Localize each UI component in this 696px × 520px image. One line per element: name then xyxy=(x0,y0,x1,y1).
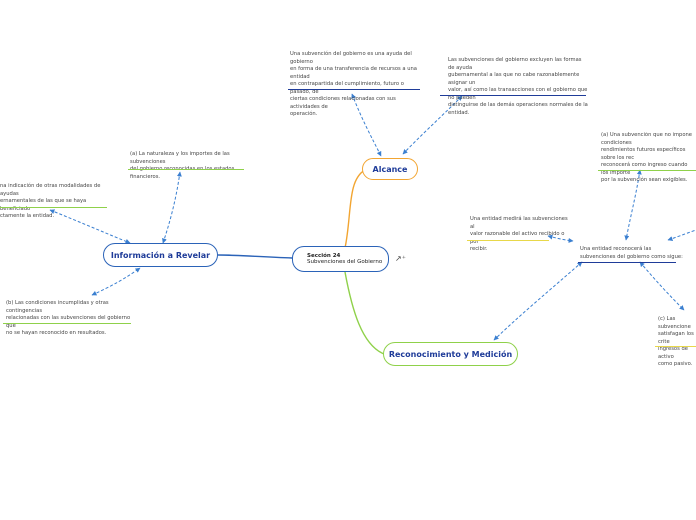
underline-rec-c xyxy=(655,346,696,347)
underline-info-a xyxy=(128,169,244,170)
connector-rec-main xyxy=(493,261,583,341)
branch-line-alcance xyxy=(344,169,366,249)
note-alcance-exclusion: Las subvenciones del gobierno excluyen l… xyxy=(448,57,588,116)
branch-alcance-label: Alcance xyxy=(372,164,408,174)
connector-alcance-def xyxy=(351,93,382,157)
underline-alcance-exclusion xyxy=(440,95,586,96)
connector-alcance-exclude xyxy=(402,95,463,155)
branch-add-icon[interactable]: ↗⁺ xyxy=(395,254,406,263)
connector-rec-medicion xyxy=(547,234,574,243)
branch-reconocimiento[interactable]: Reconocimiento y Medición xyxy=(383,342,518,366)
note-info-c: na indicación de otras modalidades de ay… xyxy=(0,183,101,220)
note-info-b: (b) Las condiciones incumplidas y otras … xyxy=(6,300,131,337)
branch-line-reconocimiento xyxy=(344,271,385,355)
underline-rec-a xyxy=(598,170,696,171)
connector-info-c xyxy=(49,209,131,244)
branch-informacion-label: Información a Revelar xyxy=(110,250,211,260)
note-rec-a: (a) Una subvención que no impone condici… xyxy=(601,132,692,184)
note-alcance-definition: Una subvención del gobierno es una ayuda… xyxy=(290,51,417,118)
branch-reconocimiento-label: Reconocimiento y Medición xyxy=(388,349,513,359)
note-info-a: (a) La naturaleza y los importes de las … xyxy=(130,151,234,180)
branch-line-informacion xyxy=(217,254,293,259)
central-title: Sección 24 xyxy=(307,253,341,259)
underline-info-b xyxy=(3,323,131,324)
connector-rec-right xyxy=(667,229,696,241)
underline-rec-medicion xyxy=(467,240,549,241)
branch-informacion[interactable]: Información a Revelar xyxy=(103,243,218,267)
connector-info-b xyxy=(91,267,141,296)
central-node[interactable]: Sección 24 Subvenciones del Gobierno xyxy=(292,246,389,272)
note-rec-c: (c) Las subvencione satisfagan los crite… xyxy=(658,316,694,368)
branch-alcance[interactable]: Alcance xyxy=(362,158,418,180)
underline-alcance-definition xyxy=(288,89,420,90)
underline-rec-main xyxy=(578,262,676,263)
note-rec-main: Una entidad reconocerá las subvenciones … xyxy=(580,246,683,260)
connector-rec-a xyxy=(624,169,642,241)
connector-rec-c xyxy=(639,261,685,311)
connector-info-a xyxy=(162,171,182,244)
underline-info-c xyxy=(0,207,107,208)
central-subtitle: Subvenciones del Gobierno xyxy=(307,259,383,265)
note-rec-medicion: Una entidad medirá las subvenciones al v… xyxy=(470,216,568,253)
